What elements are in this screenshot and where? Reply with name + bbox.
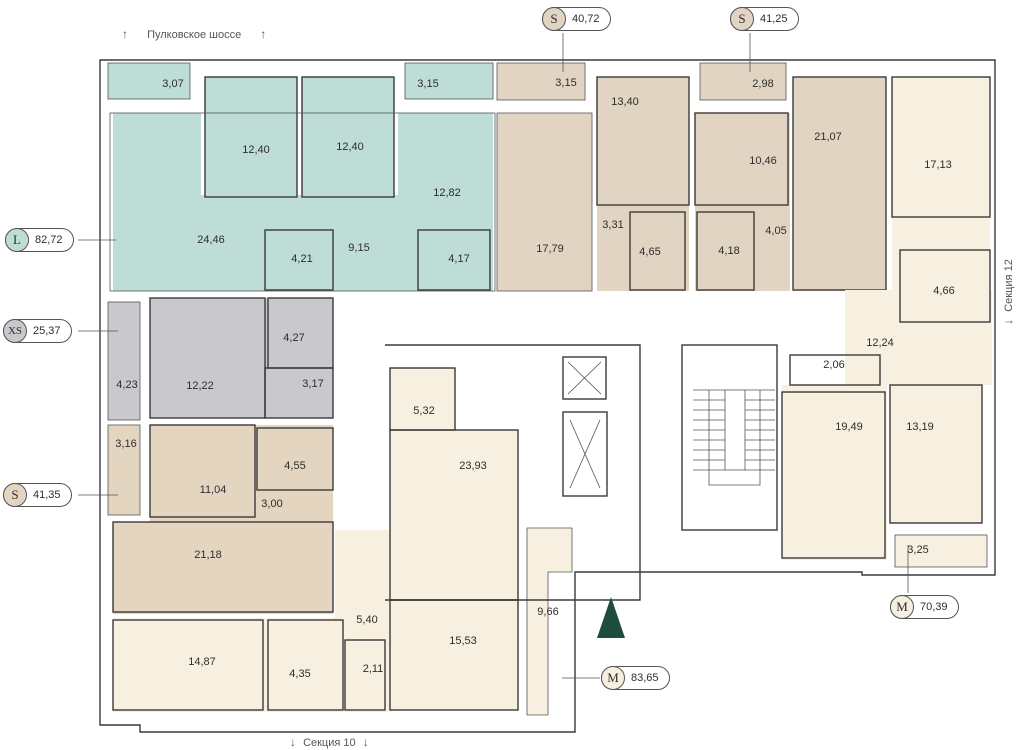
bottom-section-label: ↓ Секция 10 ↓ <box>290 735 369 749</box>
unit-badge-s[interactable]: S 41,35 <box>3 483 72 507</box>
room-area: 5,40 <box>356 614 377 626</box>
room-area: 9,15 <box>348 242 369 254</box>
room-area: 4,27 <box>283 332 304 344</box>
room-area: 19,49 <box>835 421 863 433</box>
unit-m-8365[interactable] <box>112 367 573 716</box>
unit-s-4072[interactable] <box>496 62 690 292</box>
room-area: 4,65 <box>639 246 660 258</box>
section-name: Секция 10 <box>303 737 356 749</box>
arrow-up-icon: ↑ <box>260 27 267 41</box>
unit-size: XS <box>3 319 27 343</box>
unit-area: 25,37 <box>33 325 61 337</box>
room-area: 4,21 <box>291 253 312 265</box>
room-area: 14,87 <box>188 656 216 668</box>
unit-size: L <box>5 228 29 252</box>
room-area: 12,22 <box>186 380 214 392</box>
room-area: 21,18 <box>194 549 222 561</box>
street-name: Пулковское шоссе <box>147 29 242 41</box>
arrow-right-icon: ↓ <box>1000 318 1015 325</box>
room-area: 3,25 <box>907 544 928 556</box>
unit-area: 82,72 <box>35 234 63 246</box>
room-area: 2,98 <box>752 78 773 90</box>
room-area: 13,19 <box>906 421 934 433</box>
room-area: 3,16 <box>115 438 136 450</box>
unit-area: 40,72 <box>572 13 600 25</box>
room-area: 12,24 <box>866 337 894 349</box>
room-area: 12,40 <box>242 144 270 156</box>
building-outline <box>99 59 996 733</box>
unit-area: 41,35 <box>33 489 61 501</box>
room-area: 3,07 <box>162 78 183 90</box>
room-area: 3,00 <box>261 498 282 510</box>
room-area: 9,66 <box>537 606 558 618</box>
room-area: 4,05 <box>765 225 786 237</box>
unit-xs[interactable] <box>107 297 334 421</box>
unit-size: S <box>3 483 27 507</box>
arrow-up-icon: ↑ <box>122 27 128 41</box>
room-area: 4,55 <box>284 460 305 472</box>
room-area: 4,18 <box>718 245 739 257</box>
room-area: 3,15 <box>555 77 576 89</box>
elevator-1 <box>562 356 607 400</box>
elevator-2 <box>562 411 608 497</box>
room-area: 10,46 <box>749 155 777 167</box>
room-area: 4,23 <box>116 379 137 391</box>
room-area: 5,32 <box>413 405 434 417</box>
unit-area: 41,25 <box>760 13 788 25</box>
unit-badge-m[interactable]: M 83,65 <box>601 666 670 690</box>
unit-size: S <box>542 7 566 31</box>
room-area: 24,46 <box>197 234 225 246</box>
unit-area: 70,39 <box>920 601 948 613</box>
section-name: Секция 12 <box>1002 259 1015 312</box>
right-section-label: ↓ Секция 12 <box>1001 259 1015 325</box>
arrow-down-icon: ↓ <box>290 735 296 749</box>
unit-s-4125[interactable] <box>694 62 887 291</box>
room-area: 4,17 <box>448 253 469 265</box>
room-area: 11,04 <box>200 484 227 496</box>
room-area: 17,13 <box>924 159 952 171</box>
room-area: 17,79 <box>536 243 564 255</box>
room-area: 2,11 <box>363 663 384 675</box>
unit-s-4135[interactable] <box>107 424 334 614</box>
unit-area: 83,65 <box>631 672 659 684</box>
unit-m-7039[interactable] <box>781 76 992 568</box>
arrow-down-icon: ↓ <box>362 735 369 749</box>
room-area: 23,93 <box>459 460 487 472</box>
unit-l[interactable] <box>107 62 496 292</box>
room-area: 12,82 <box>433 187 461 199</box>
unit-badge-m[interactable]: M 70,39 <box>890 595 959 619</box>
stairwell <box>681 344 778 531</box>
room-area: 2,06 <box>823 359 844 371</box>
unit-badge-s[interactable]: S 41,25 <box>730 7 799 31</box>
room-area: 4,35 <box>289 668 310 680</box>
room-area: 4,66 <box>933 285 954 297</box>
room-area: 3,31 <box>602 219 623 231</box>
room-area: 3,15 <box>417 78 438 90</box>
top-street-label: ↑ Пулковское шоссе ↑ <box>122 27 266 41</box>
unit-size: S <box>730 7 754 31</box>
north-compass-icon <box>597 597 625 638</box>
building-core <box>385 344 778 601</box>
unit-size: M <box>890 595 914 619</box>
unit-badge-l[interactable]: L 82,72 <box>5 228 74 252</box>
unit-size: M <box>601 666 625 690</box>
room-area: 13,40 <box>611 96 639 108</box>
room-area: 3,17 <box>302 378 323 390</box>
room-labels: 3,07 12,40 12,40 3,15 12,82 24,46 9,15 4… <box>115 77 954 680</box>
unit-badge-s[interactable]: S 40,72 <box>542 7 611 31</box>
badge-leader-lines <box>78 33 909 679</box>
room-area: 15,53 <box>449 635 477 647</box>
unit-badge-xs[interactable]: XS 25,37 <box>3 319 72 343</box>
room-area: 21,07 <box>814 131 842 143</box>
room-area: 12,40 <box>336 141 364 153</box>
